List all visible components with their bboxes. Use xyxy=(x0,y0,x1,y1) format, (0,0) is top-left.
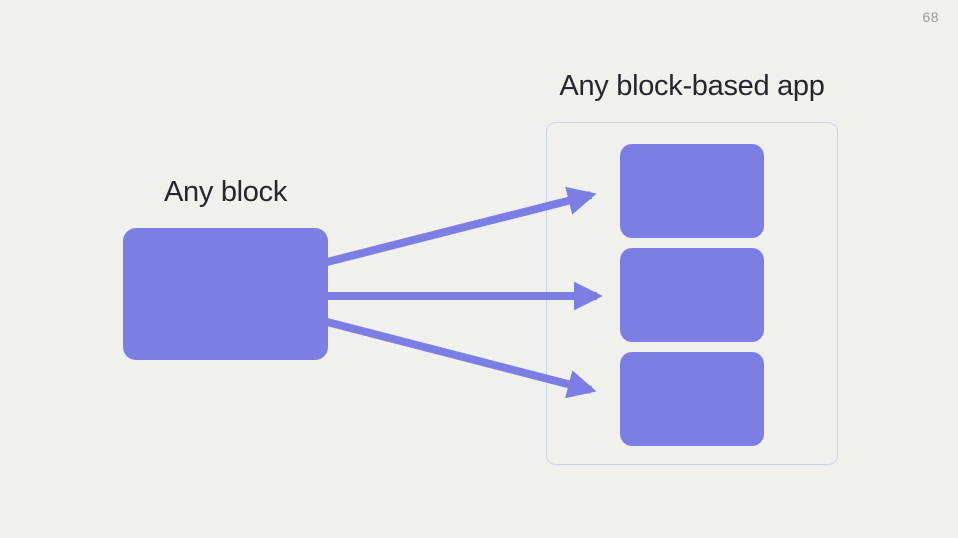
target-panel-title: Any block-based app xyxy=(559,70,825,102)
any-block-shape xyxy=(123,228,328,360)
slide-number: 68 xyxy=(922,9,939,25)
app-block-2 xyxy=(620,248,764,342)
source-block-label: Any block xyxy=(163,176,288,208)
app-block-1 xyxy=(620,144,764,238)
block-based-app-panel xyxy=(546,122,838,465)
app-block-3 xyxy=(620,352,764,446)
